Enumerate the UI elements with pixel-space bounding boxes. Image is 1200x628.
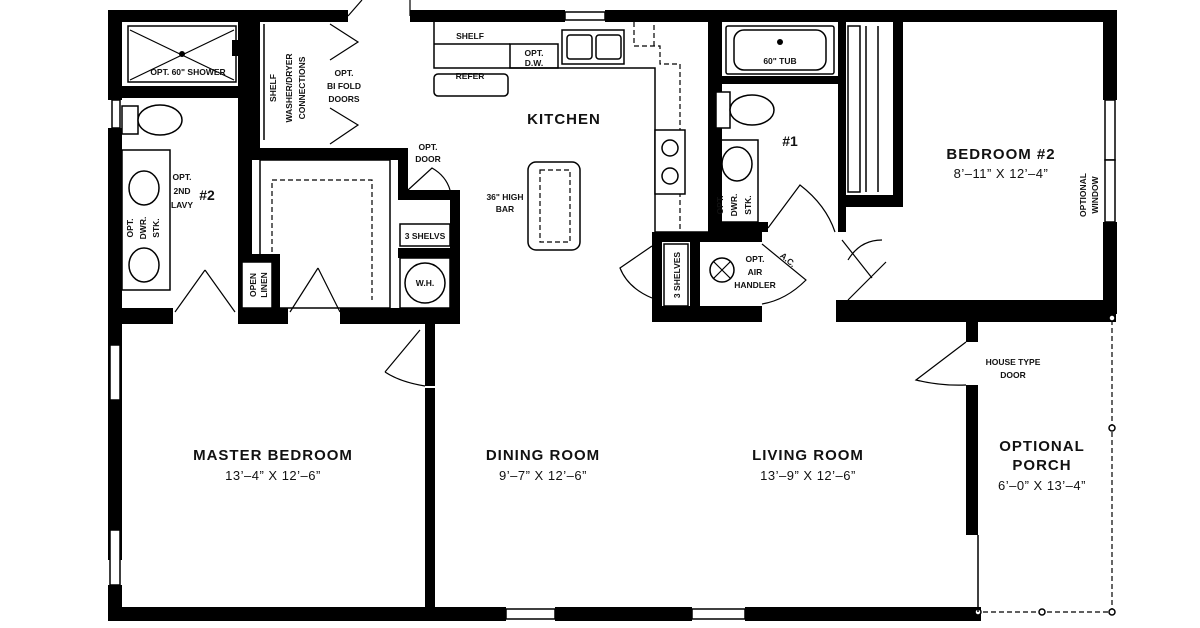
opt-door-label-1: OPT. (419, 142, 438, 152)
dining-room-dim: 9’–7” X 12’–6” (499, 468, 587, 483)
tub-label: 60" TUB (763, 56, 796, 66)
kitchen-label: KITCHEN (527, 111, 601, 128)
bath-2: OPT. 60" SHOWER OPT. DWR. STK. OPT. 2ND … (121, 25, 238, 313)
high-bar-label-1: 36" HIGH (486, 192, 523, 202)
opt-2nd-lavy-label-1: OPT. (173, 172, 192, 182)
bath-1-number: #1 (782, 133, 798, 149)
dining-room: DINING ROOM 9’–7” X 12’–6” (486, 447, 600, 483)
master-bedroom-name: MASTER BEDROOM (193, 447, 353, 464)
opt-bi-fold-label-2: BI FOLD (327, 81, 361, 91)
porch-name-1: OPTIONAL (999, 438, 1085, 455)
porch-dim: 6’–0” X 13’–4” (998, 478, 1086, 493)
opt-dw-label-1: OPT. (525, 48, 544, 58)
opt-bi-fold-label-1: OPT. (335, 68, 354, 78)
three-shelves-h-label: 3 SHELVS (405, 231, 446, 241)
opt-dwr-stk-right-2: DWR. (729, 194, 739, 217)
living-room: LIVING ROOM 13’–9” X 12’–6” (752, 447, 864, 483)
dining-room-name: DINING ROOM (486, 447, 600, 464)
washer-dryer-label-1: WASHER/DRYER (284, 53, 294, 122)
porch: HOUSE TYPE DOOR OPTIONAL PORCH 6’–0” X 1… (914, 314, 1116, 616)
svg-text:OPT.: OPT. (125, 219, 135, 238)
opt-door-label-2: DOOR (415, 154, 441, 164)
exterior-walls (108, 0, 1117, 621)
high-bar-label-2: BAR (496, 204, 514, 214)
living-room-name: LIVING ROOM (752, 447, 864, 464)
shelf-top-label: SHELF (456, 31, 484, 41)
closet: OPEN LINEN (241, 159, 391, 313)
opt-air-label-1: OPT. (746, 254, 765, 264)
interior-walls (108, 22, 1116, 613)
optional-window-label-2: WINDOW (1090, 175, 1100, 213)
master-bedroom-dim: 13’–4” X 12’–6” (225, 468, 321, 483)
opt-bi-fold-label-3: DOORS (328, 94, 360, 104)
utility: OPT. DOOR 3 SHELVS W.H. (384, 142, 451, 387)
house-type-door-label-1: HOUSE TYPE (986, 357, 1041, 367)
porch-name-2: PORCH (1012, 457, 1071, 474)
opt-2nd-lavy-label-3: LAVY (171, 200, 193, 210)
opt-air-label-2: AIR (748, 267, 763, 277)
water-heater-label: W.H. (416, 278, 434, 288)
bedroom-2-dim: 8’–11” X 12’–4” (954, 166, 1049, 181)
opt-dwr-stk-right-1: OPT. (715, 196, 725, 215)
windows (109, 99, 1116, 620)
shelf-vertical-label: SHELF (268, 74, 278, 102)
bath-2-number: #2 (199, 187, 215, 203)
open-linen-label-1: OPEN (248, 273, 258, 297)
living-room-dim: 13’–9” X 12’–6” (760, 468, 856, 483)
refer-label: REFER (456, 71, 485, 81)
optional-window-label-1: OPTIONAL (1078, 173, 1088, 217)
opt-air-label-3: HANDLER (734, 280, 776, 290)
opt-dwr-stk-left: OPT. DWR. STK. (125, 217, 161, 240)
kitchen: SHELF REFER OPT. D.W. KITCHEN 36" HIGH B… (433, 22, 708, 307)
open-linen-label-2: LINEN (259, 272, 269, 298)
laundry: SHELF WASHER/DRYER CONNECTIONS OPT. BI F… (263, 23, 361, 145)
house-type-door-label-2: DOOR (1000, 370, 1026, 380)
bath-1: 60" TUB #1 OPT. DWR. STK. (715, 25, 836, 233)
master-bedroom: MASTER BEDROOM 13’–4” X 12’–6” (193, 447, 353, 483)
bedroom-2-name: BEDROOM #2 (946, 146, 1055, 163)
washer-dryer-label-2: CONNECTIONS (297, 56, 307, 119)
opt-shower-label: OPT. 60" SHOWER (150, 67, 225, 77)
opt-dw-label-2: D.W. (525, 58, 543, 68)
three-shelves-v-label: 3 SHELVES (672, 252, 682, 298)
air-handler: OPT. AIR HANDLER A.C. (709, 243, 807, 305)
opt-2nd-lavy-label-2: 2ND (173, 186, 190, 196)
opt-dwr-stk-right-3: STK. (743, 195, 753, 214)
svg-text:DWR.: DWR. (138, 217, 148, 240)
bedroom-2: BEDROOM #2 8’–11” X 12’–4” OPTIONAL WIND… (841, 25, 1100, 301)
svg-text:STK.: STK. (151, 218, 161, 237)
